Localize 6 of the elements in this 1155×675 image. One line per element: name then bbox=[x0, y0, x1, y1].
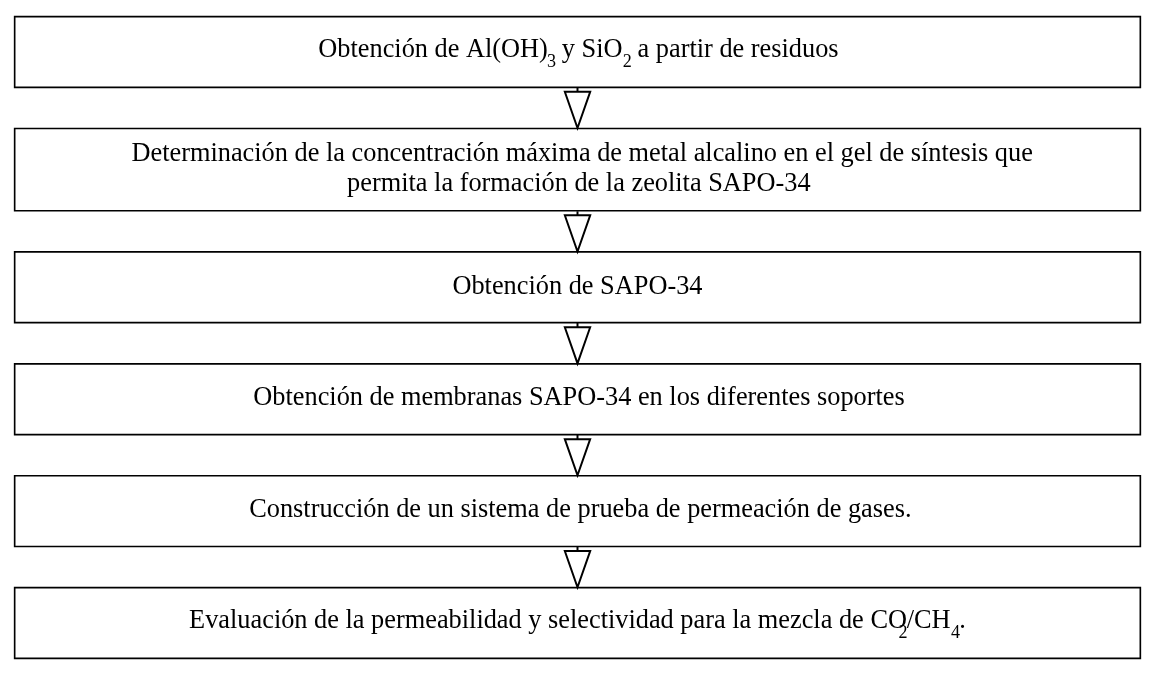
node-box: Obtención de SAPO-34 bbox=[13, 251, 1142, 324]
node-box: Obtención de membranas SAPO-34 en los diferentes soportes bbox=[13, 363, 1142, 436]
node-box: Evaluación de la permeabilidad y selectividad para la mezcla de CO$_{2}$/CH$_{4}$. bbox=[13, 586, 1142, 660]
node-box: Determinación de la concentración máxima de metal alcalino en el gel de síntesis que permita la formación de la zeolita SAPO-34 bbox=[13, 127, 1142, 212]
node-box: Construcción de un sistema de prueba de permeación de gases. bbox=[13, 474, 1142, 548]
node-box: Obtención de Al(OH)$_{3}$ y SiO$_{2}$ a partir de residuos bbox=[13, 15, 1142, 89]
